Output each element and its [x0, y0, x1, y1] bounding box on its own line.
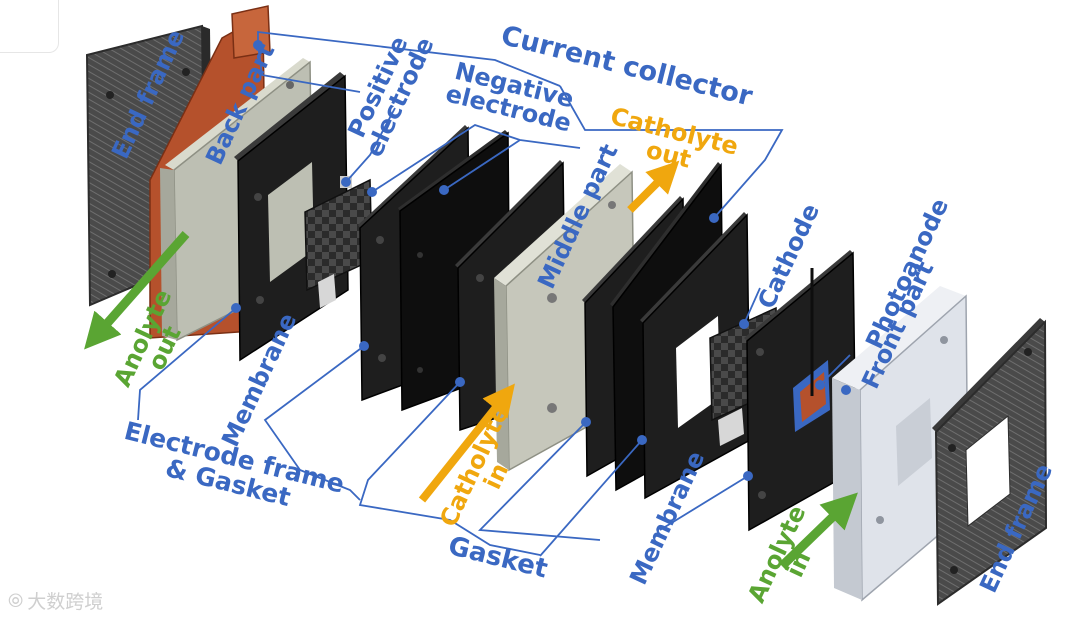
leader-lines [137, 30, 851, 557]
carbon-felt-positive [304, 176, 377, 308]
anolyte-out-arrow [84, 231, 190, 350]
catholyte-out-arrow [627, 160, 680, 213]
watermark-text: 大数跨境 [27, 591, 104, 613]
corner-frame [0, 0, 59, 53]
photoanode-frame [743, 250, 857, 532]
anolyte-in-arrow [778, 492, 858, 570]
watermark-logo-icon: ⦾ [8, 589, 24, 612]
catholyte-in-arrow [418, 383, 515, 503]
watermark: ⦾ 大数跨境 [8, 587, 103, 614]
end-frame-right-plate [932, 318, 1048, 606]
